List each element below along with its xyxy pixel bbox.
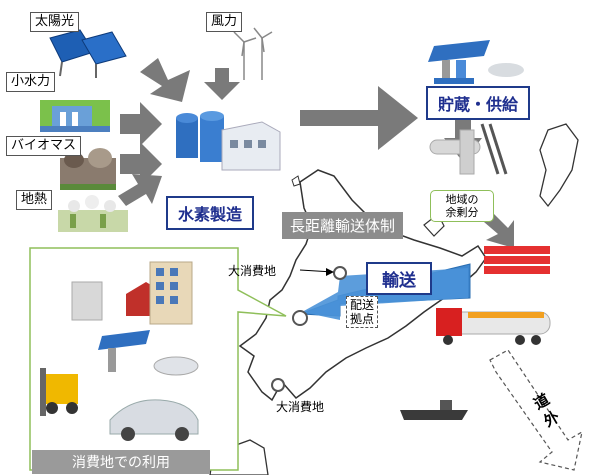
pointer-head-1 xyxy=(326,268,334,276)
car-icon xyxy=(153,356,199,376)
hydrogen-plant-icon xyxy=(176,111,281,171)
usage-icons xyxy=(40,261,199,441)
arrow-biomass xyxy=(120,142,162,186)
biomass-plant-icon xyxy=(60,148,116,190)
arrow-wind xyxy=(204,68,240,100)
label-usage: 消費地での利用 xyxy=(32,450,210,474)
arrow-hydro xyxy=(120,102,162,146)
ship-icon xyxy=(400,400,468,420)
label-biomass: バイオマス xyxy=(6,136,82,156)
island-north xyxy=(539,123,579,208)
consumption-point-2 xyxy=(292,310,308,326)
label-production: 水素製造 xyxy=(166,196,255,230)
wind-turbine-icon xyxy=(233,27,273,80)
arrow-solar xyxy=(140,58,190,102)
hydro-dam-icon xyxy=(40,100,110,132)
label-geothermal: 地熱 xyxy=(16,190,53,210)
label-distribution: 配送 拠点 xyxy=(346,296,379,328)
arrow-geothermal xyxy=(118,174,162,206)
geothermal-icon xyxy=(58,195,128,232)
label-hydro: 小水力 xyxy=(6,72,56,92)
car-icon-2 xyxy=(109,399,199,441)
arrow-to-storage xyxy=(300,86,418,150)
outside-arrow xyxy=(489,349,583,471)
pipeline-icon xyxy=(429,123,508,175)
fuel-cell-icon xyxy=(71,281,103,321)
label-long-distance: 長距離輸送体制 xyxy=(282,212,404,239)
consumption-point-1 xyxy=(333,266,347,280)
label-big-consumption-1: 大消費地 xyxy=(228,264,277,278)
label-wind: 風力 xyxy=(206,12,243,32)
label-solar: 太陽光 xyxy=(30,12,80,32)
solar-panel-icon xyxy=(49,29,127,78)
hydrogen-container-icon xyxy=(484,246,550,274)
hydrogen-station-icon xyxy=(428,40,524,84)
label-big-consumption-2: 大消費地 xyxy=(276,400,325,414)
island-small-2 xyxy=(291,175,301,187)
label-surplus: 地域の 余剰分 xyxy=(430,190,494,222)
label-transport: 輸送 xyxy=(366,262,432,295)
station-icon xyxy=(98,330,150,350)
tanker-truck-icon xyxy=(436,308,551,345)
forklift-icon xyxy=(40,368,78,416)
consumption-point-3 xyxy=(271,378,285,392)
label-storage: 貯蔵・供給 xyxy=(426,86,531,120)
